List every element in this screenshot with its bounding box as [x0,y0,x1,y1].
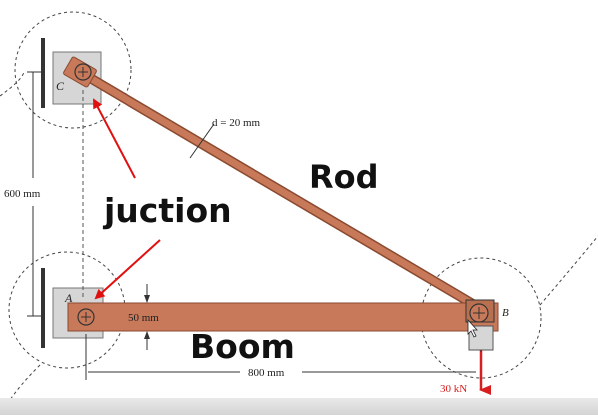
window-bottom-bar [0,398,598,415]
leader-curve-right [539,235,598,306]
wall-upper [41,38,45,108]
label-point-b: B [502,307,509,319]
label-boom-length: 800 mm [248,367,285,379]
label-load: 30 kN [440,383,467,395]
wall-lower [41,268,45,348]
label-point-a: A [64,291,73,305]
diameter-leader [189,123,215,159]
leader-curve-bottom [9,364,41,401]
label-boom-depth: 50 mm [128,312,159,324]
annotation-boom: Boom [190,327,295,366]
junction-arrow-upper [93,98,136,179]
label-diameter: d = 20 mm [212,117,261,129]
label-point-c: C [56,79,65,93]
leader-curve-left [0,71,25,97]
rod [76,68,487,314]
label-height: 600 mm [4,188,41,200]
detail-circle-c [14,11,132,129]
annotation-rod: Rod [309,158,379,196]
annotation-junction: juction [102,191,232,230]
mouse-cursor-icon [467,318,478,338]
junction-arrow-lower [94,239,161,300]
boom [67,302,499,332]
